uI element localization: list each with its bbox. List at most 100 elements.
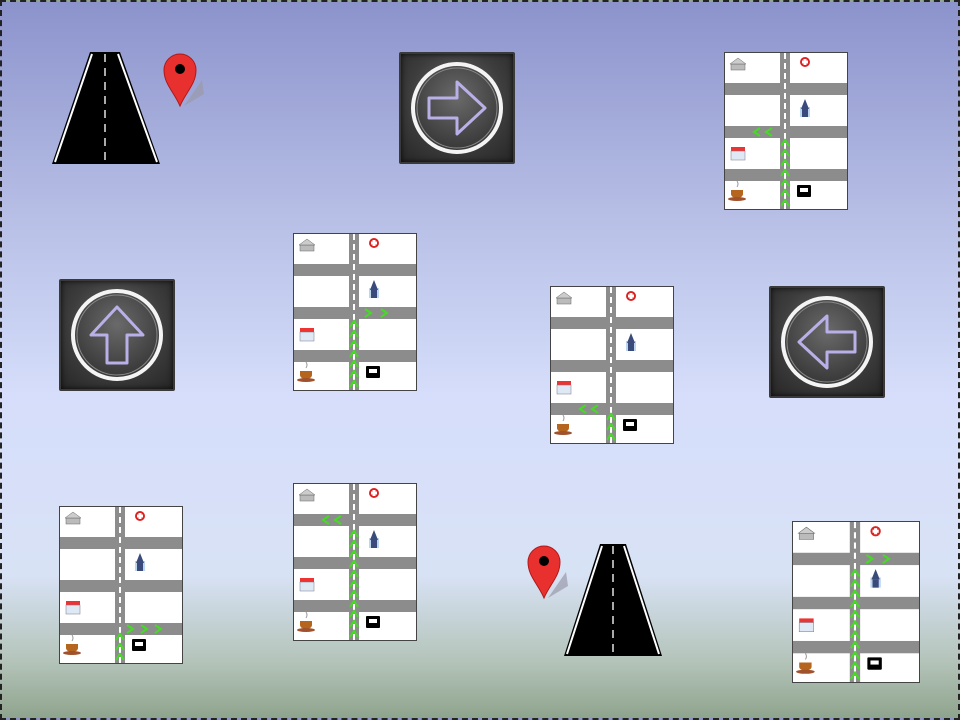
main-road	[606, 287, 616, 443]
map-pin-icon[interactable]	[162, 50, 206, 114]
map-tile[interactable]	[792, 521, 920, 683]
church-icon	[369, 280, 379, 298]
map-tile[interactable]	[59, 506, 183, 664]
coffee-cup-icon	[728, 180, 746, 201]
route-arrow	[115, 652, 125, 661]
train-icon	[366, 616, 380, 628]
train-icon	[867, 657, 882, 670]
route-arrow	[349, 369, 359, 378]
route-arrow	[349, 619, 359, 628]
coffee-cup-icon	[796, 652, 815, 674]
route-arrow	[849, 640, 860, 649]
hospital-icon	[135, 511, 145, 521]
arrow-left-icon	[781, 296, 873, 388]
church-icon	[369, 530, 379, 548]
route-arrow	[849, 609, 860, 618]
route-arrow	[349, 569, 359, 578]
route-arrow	[780, 168, 790, 177]
route-arrow	[380, 308, 389, 318]
route-arrow	[849, 568, 860, 577]
coffee-cup-icon	[297, 361, 315, 382]
route-arrow	[849, 660, 860, 670]
route-arrow	[849, 578, 860, 588]
bank-icon	[797, 526, 816, 540]
route-path	[849, 553, 891, 680]
route-arrow	[780, 138, 790, 147]
route-arrow	[780, 198, 790, 207]
route-path	[578, 404, 616, 441]
arrow-right-icon	[411, 62, 503, 154]
route-arrow	[752, 127, 761, 137]
route-arrow	[349, 329, 359, 338]
route-arrow	[780, 148, 790, 157]
route-arrow	[349, 579, 359, 588]
route-arrow	[349, 559, 359, 568]
route-arrow	[349, 359, 359, 368]
arrow-right-button[interactable]	[399, 52, 515, 164]
route-arrow	[126, 624, 135, 634]
bank-icon	[729, 57, 747, 71]
route-arrow	[115, 642, 125, 651]
route-arrow	[849, 650, 860, 659]
route-arrow	[349, 539, 359, 548]
hospital-icon	[626, 291, 636, 301]
store-icon	[299, 578, 315, 592]
route-arrow	[115, 632, 125, 641]
route-arrow	[849, 619, 860, 629]
route-arrow	[349, 379, 359, 388]
route-arrow	[321, 515, 330, 525]
arrow-left-button[interactable]	[769, 286, 885, 398]
route-arrow	[140, 624, 149, 634]
main-road	[115, 507, 125, 663]
train-icon	[132, 639, 146, 651]
train-icon	[797, 185, 811, 197]
route-arrow	[349, 349, 359, 358]
route-arrow	[606, 412, 616, 421]
route-arrow	[349, 529, 359, 538]
bank-icon	[64, 511, 82, 525]
route-arrow	[606, 432, 616, 441]
store-icon	[798, 618, 814, 632]
route-arrow	[764, 127, 773, 137]
route-arrow	[349, 599, 359, 608]
route-arrow	[154, 624, 163, 634]
train-icon	[366, 366, 380, 378]
map-tile[interactable]	[293, 483, 417, 641]
arrow-up-icon	[71, 289, 163, 381]
route-path	[752, 127, 790, 207]
road-piece[interactable]	[50, 50, 162, 166]
route-arrow	[349, 319, 359, 328]
route-arrow	[780, 158, 790, 167]
route-arrow	[849, 599, 860, 608]
hospital-icon	[800, 57, 810, 67]
church-icon	[626, 333, 636, 351]
route-arrow	[849, 670, 860, 680]
route-arrow	[849, 588, 860, 598]
store-icon	[299, 328, 315, 342]
church-icon	[800, 99, 810, 117]
bank-icon	[298, 238, 316, 252]
hospital-icon	[369, 488, 379, 498]
train-icon	[623, 419, 637, 431]
map-tile[interactable]	[724, 52, 848, 210]
map-tile[interactable]	[550, 286, 674, 444]
hospital-icon	[369, 238, 379, 248]
route-arrow	[780, 178, 790, 187]
road-piece[interactable]	[560, 542, 666, 658]
route-arrow	[333, 515, 342, 525]
arrow-up-button[interactable]	[59, 279, 175, 391]
route-arrow	[349, 549, 359, 558]
route-arrow	[349, 339, 359, 348]
route-path	[321, 515, 359, 638]
route-path	[115, 624, 163, 661]
main-road	[349, 234, 359, 390]
map-tile[interactable]	[293, 233, 417, 391]
route-arrow	[364, 308, 373, 318]
coffee-cup-icon	[554, 414, 572, 435]
route-arrow	[849, 629, 860, 639]
route-arrow	[349, 609, 359, 618]
route-arrow	[349, 589, 359, 598]
store-icon	[556, 381, 572, 395]
map-pin-icon[interactable]	[526, 542, 570, 606]
